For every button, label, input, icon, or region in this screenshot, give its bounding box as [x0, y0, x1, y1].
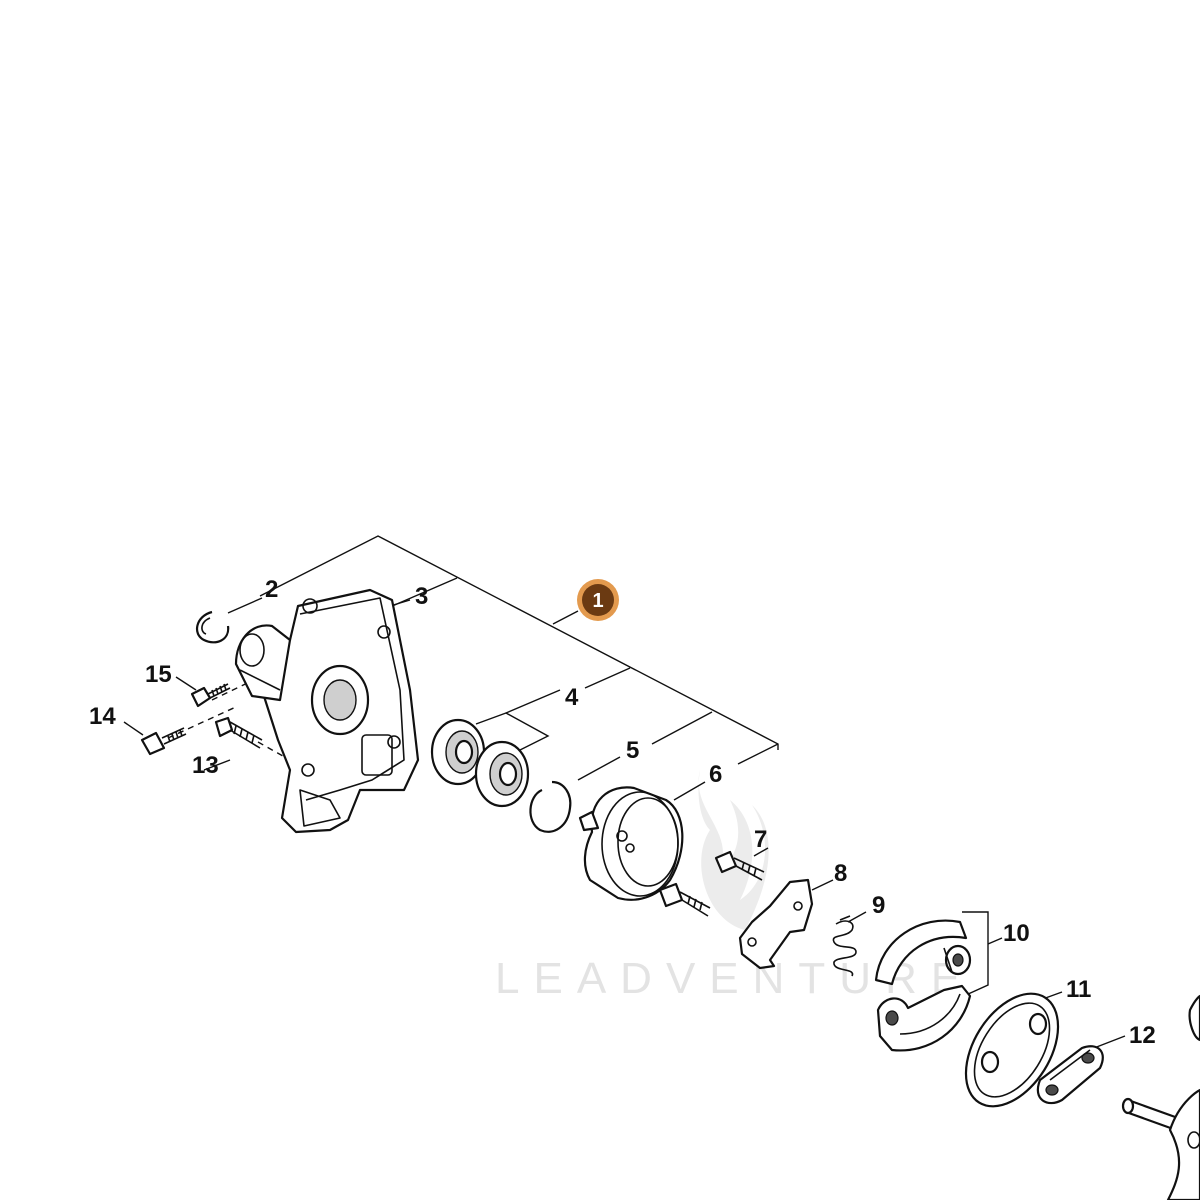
callout-2: 2: [265, 576, 278, 603]
part-bearing-4a: [430, 718, 486, 786]
callout-labels: 2 3 4 5 6 7 8 9 10 11 12 13 14 15: [89, 576, 1156, 1049]
part-bolt-7a: [714, 850, 765, 881]
part-crankshaft-fragment: [1121, 994, 1200, 1200]
part-screw-15: [190, 683, 231, 708]
part-clutch-drum-6: [578, 786, 684, 901]
callout-11: 11: [1066, 976, 1091, 1003]
part-clutch-shoe-10b: [876, 984, 972, 1052]
part-housing-3: [234, 588, 420, 834]
part-plate-8: [738, 878, 814, 970]
callout-15: 15: [145, 661, 172, 688]
part-disc-11: [964, 992, 1060, 1108]
callout-3: 3: [415, 583, 428, 610]
callout-9: 9: [872, 892, 885, 919]
part-clutch-shoe-10a: [874, 919, 972, 986]
watermark-flame-logo: [698, 770, 769, 930]
assembly-badge-core: [582, 584, 614, 616]
part-circlip-2: [195, 610, 230, 644]
callout-14: 14: [89, 703, 116, 730]
assembly-badge-1[interactable]: 1: [577, 579, 619, 621]
part-circlip-5: [529, 780, 572, 833]
callout-12: 12: [1129, 1022, 1156, 1049]
callout-1: 1: [592, 590, 603, 612]
part-screw-13: [214, 716, 263, 749]
part-screw-14: [140, 727, 187, 756]
part-bearing-4b: [474, 740, 530, 808]
callout-7: 7: [754, 826, 767, 853]
part-spring-9: [832, 915, 857, 977]
assembly-bracket-lines: [123, 535, 1126, 1049]
callout-6: 6: [709, 761, 722, 788]
callout-5: 5: [626, 737, 639, 764]
part-bolt-7b: [658, 882, 711, 917]
callout-8: 8: [834, 860, 847, 887]
part-link-12: [1036, 1045, 1104, 1105]
callout-4: 4: [565, 684, 579, 711]
callout-13: 13: [192, 752, 219, 779]
callout-10: 10: [1003, 920, 1030, 947]
